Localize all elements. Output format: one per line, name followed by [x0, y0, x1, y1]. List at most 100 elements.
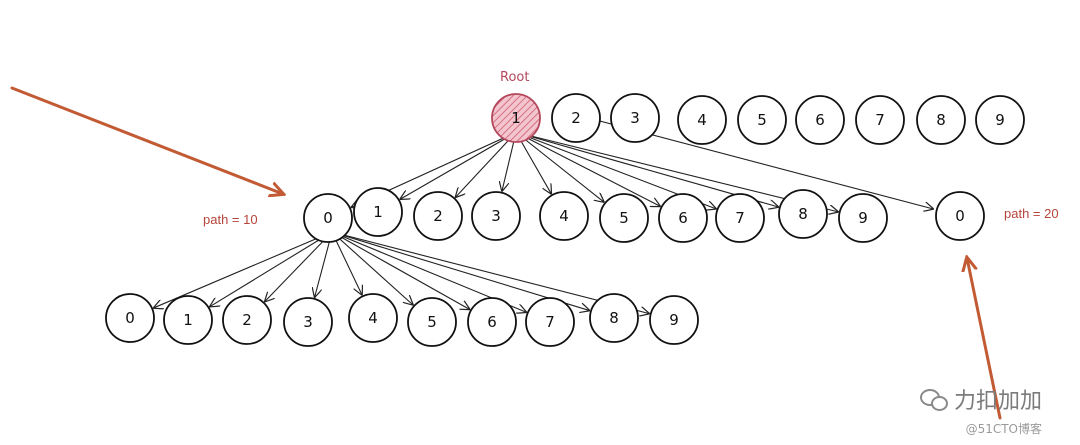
- node-label: 8: [798, 205, 808, 223]
- node-circle: [471, 191, 521, 241]
- node-label: 7: [545, 313, 555, 331]
- node-label: 1: [183, 311, 193, 329]
- row-top-node-2: 3: [610, 93, 660, 143]
- node-circle: [105, 293, 155, 343]
- node-circle: [737, 95, 787, 145]
- watermark-brand: 力扣加加: [919, 383, 1042, 415]
- row-middle-node-9: 9: [838, 193, 888, 243]
- node-circle: [778, 189, 828, 239]
- row-bottom-node-6: 6: [467, 297, 517, 347]
- edge-root-to-middle-6: [519, 133, 660, 206]
- node-label: 6: [815, 111, 825, 129]
- wechat-icon: [919, 388, 948, 411]
- row-bottom-node-8: 8: [589, 293, 639, 343]
- path-label-right: path = 20: [1004, 206, 1059, 221]
- node-circle: [649, 295, 699, 345]
- node-label: 7: [735, 209, 745, 227]
- node-label: 3: [303, 313, 313, 331]
- node-label: 7: [875, 111, 885, 129]
- row-middle-node-8: 8: [778, 189, 828, 239]
- node-circle: [975, 95, 1025, 145]
- node-label: 0: [125, 309, 135, 327]
- row-middle-node-7: 7: [715, 193, 765, 243]
- row-bottom-node-9: 9: [649, 295, 699, 345]
- row-top-node-6: 7: [855, 95, 905, 145]
- node-circle: [855, 95, 905, 145]
- node-circle: [348, 293, 398, 343]
- row-middle-node-1: 1: [353, 187, 403, 237]
- node-label: 2: [242, 311, 252, 329]
- watermark-site: @51CTO博客: [965, 422, 1042, 436]
- node-label: 2: [433, 207, 443, 225]
- node-circle: [407, 297, 457, 347]
- node-circle: [303, 193, 353, 243]
- row-top-node-0: 1: [491, 93, 541, 143]
- node-circle: [610, 93, 660, 143]
- row-top-node-5: 6: [795, 95, 845, 145]
- row-top-node-3: 4: [677, 95, 727, 145]
- node-label: 4: [559, 207, 569, 225]
- row-bottom-node-3: 3: [283, 297, 333, 347]
- row-bottom-node-5: 5: [407, 297, 457, 347]
- node-circle: [916, 95, 966, 145]
- annotation-arrow-right: [967, 258, 1002, 420]
- edge-zero-to-bottom-0: [154, 231, 333, 308]
- edge-root-to-middle-5: [517, 133, 603, 202]
- node-circle: [539, 191, 589, 241]
- row-top-node-4: 5: [737, 95, 787, 145]
- node-circle: [795, 95, 845, 145]
- node-label: 2: [571, 109, 581, 127]
- node-circle: [467, 297, 517, 347]
- node-circle: [599, 193, 649, 243]
- edge-zero-to-bottom-9: [331, 231, 649, 314]
- node-label: 1: [373, 203, 383, 221]
- node-label: 6: [678, 209, 688, 227]
- node-circle: [838, 193, 888, 243]
- watermark-brand-text: 力扣加加: [953, 389, 1042, 414]
- edge-zero-to-bottom-8: [331, 231, 589, 310]
- node-label: 1: [511, 109, 521, 127]
- row-bottom-node-2: 2: [222, 295, 272, 345]
- path-label-left: path = 10: [203, 212, 258, 227]
- node-label: 3: [630, 109, 640, 127]
- node-label: 8: [936, 111, 946, 129]
- node-circle: [715, 193, 765, 243]
- node-circle: [283, 297, 333, 347]
- row-middle-node-6: 6: [658, 193, 708, 243]
- node-label: 9: [669, 311, 679, 329]
- node-circle: [589, 293, 639, 343]
- node-circle: [163, 295, 213, 345]
- node-label: 4: [697, 111, 707, 129]
- edge-root-to-middle-3: [502, 133, 517, 191]
- tree-nodes: 1 2 3 4 5 6 7 8 9 0 1 2 3 4 5 6 7 8 9 0 0 1 2 3 4 5 6 7 8 9: [105, 93, 1025, 347]
- node-label: 5: [427, 313, 437, 331]
- node-label: 6: [487, 313, 497, 331]
- node-label: 0: [323, 209, 333, 227]
- row-middle-node-0: 0: [303, 193, 353, 243]
- row-bottom-node-0: 0: [105, 293, 155, 343]
- edge-zero-to-bottom-6: [331, 231, 469, 309]
- node-circle: [413, 191, 463, 241]
- node-label: 4: [368, 309, 378, 327]
- node-label: 9: [995, 111, 1005, 129]
- edge-root-to-middle-2: [456, 133, 515, 197]
- node-circle: [551, 93, 601, 143]
- node-circle: [525, 297, 575, 347]
- edge-zero-to-bottom-5: [331, 231, 413, 305]
- row-top-node-1: 2: [551, 93, 601, 143]
- node-circle: [658, 193, 708, 243]
- node-label: 0: [955, 207, 965, 225]
- node-label: 8: [609, 309, 619, 327]
- row-middle-node-5: 5: [599, 193, 649, 243]
- edge-root-to-middle-1: [401, 133, 514, 199]
- edge-root-to-middle-4: [516, 133, 551, 193]
- row-bottom-node-4: 4: [348, 293, 398, 343]
- row-top-node-7: 8: [916, 95, 966, 145]
- row-middle-node-2: 2: [413, 191, 463, 241]
- edge-zero-to-bottom-1: [210, 231, 333, 306]
- row-middle-node-4: 4: [539, 191, 589, 241]
- row-middle-node-3: 3: [471, 191, 521, 241]
- root-label: Root: [500, 70, 529, 85]
- node-label: 5: [619, 209, 629, 227]
